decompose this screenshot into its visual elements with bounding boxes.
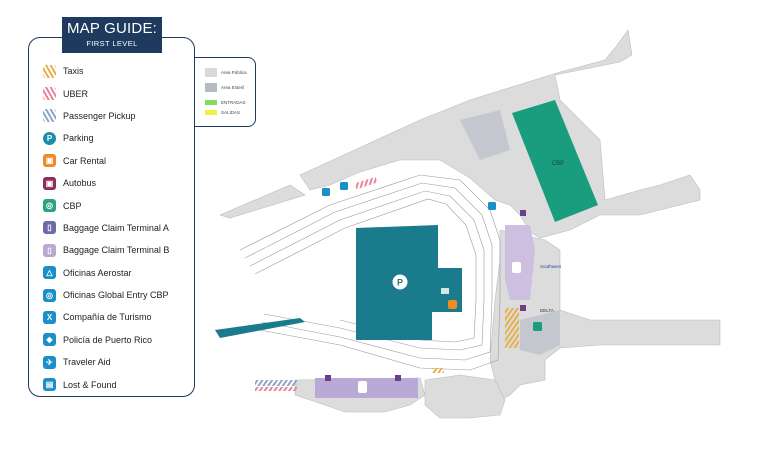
uber-zone-south [255, 387, 297, 391]
legend-item: ▣ Car Rental [43, 150, 169, 172]
pickup-stripes-icon [43, 109, 56, 123]
legend-item-label: Baggage Claim Terminal A [63, 222, 169, 233]
legend-item-label: Taxis [63, 66, 84, 77]
legend-item-label: Car Rental [63, 155, 107, 166]
sterile-area-swatch [205, 83, 217, 92]
legend-item: Taxis [43, 60, 169, 82]
cbp-area: CBP [512, 100, 598, 222]
parking-icon: P [43, 131, 56, 145]
uber-stripes-icon [43, 87, 56, 101]
legend-item: ✈ Traveler Aid [43, 351, 169, 373]
area-key-item: Area Pública [205, 68, 247, 77]
legend-item: Passenger Pickup [43, 105, 169, 127]
car-rental-icon: ▣ [43, 154, 56, 168]
info-icon [340, 182, 348, 190]
info-icon [488, 202, 496, 210]
legend-item-label: Passenger Pickup [63, 110, 136, 121]
access-ramp [215, 318, 305, 338]
legend-item-label: Lost & Found [63, 379, 117, 390]
parking-garage: P [356, 225, 462, 340]
global-entry-icon: ◎ [43, 288, 56, 302]
area-key-item: Area Esteril [205, 83, 244, 92]
airline-label: Southwest [540, 264, 562, 269]
legend-item-label: Policía de Puerto Rico [63, 334, 153, 345]
legend-item: ◆ Policía de Puerto Rico [43, 329, 169, 351]
legend-subtitle: FIRST LEVEL [86, 39, 138, 48]
legend-item: ◎ CBP [43, 194, 169, 216]
entrances-swatch [205, 100, 217, 105]
legend-item-label: Parking [63, 133, 94, 144]
roadways [239, 174, 501, 371]
legend-item: ▯ Baggage Claim Terminal B [43, 239, 169, 261]
legend-item: ◎ Oficinas Global Entry CBP [43, 284, 169, 306]
police-icon: ◆ [43, 333, 56, 347]
sterile-area [460, 110, 560, 355]
parking-label: P [397, 278, 403, 288]
lost-found-icon: ▤ [43, 378, 56, 392]
legend-item-label: CBP [63, 200, 82, 211]
bus-icon [520, 210, 526, 216]
cbp-map-label: CBP [552, 161, 564, 167]
area-key-label: Area Esteril [221, 85, 245, 90]
baggage-a-icon: ▯ [43, 221, 56, 235]
legend-item: ▯ Baggage Claim Terminal A [43, 217, 169, 239]
legend-item-label: Oficinas Aerostar [63, 267, 132, 278]
legend-title-banner: MAP GUIDE: FIRST LEVEL [62, 17, 162, 53]
taxi-stripes-icon [43, 64, 56, 78]
legend-title: MAP GUIDE: [66, 20, 158, 37]
cbp-icon [533, 322, 542, 331]
baggage-b-icon: ▯ [43, 243, 56, 257]
bus-icon [520, 305, 526, 311]
airline-label: DELTA [540, 308, 554, 313]
legend-item: ▤ Lost & Found [43, 373, 169, 395]
legend-item: △ Oficinas Aerostar [43, 262, 169, 284]
taxi-zone-east [505, 308, 519, 348]
legend-item-label: Traveler Aid [63, 357, 111, 368]
baggage-claim-a [315, 375, 418, 398]
legend-item-label: Baggage Claim Terminal B [63, 245, 170, 256]
public-area-swatch [205, 68, 217, 77]
uber-zone [354, 176, 378, 190]
area-key-panel: Area Pública Area Esteril ENTRADAS SALID… [195, 57, 256, 127]
area-key-item: ENTRADAS [205, 100, 246, 105]
parking-icon [392, 274, 408, 290]
legend-item-label: Oficinas Global Entry CBP [63, 290, 169, 301]
area-key-label: SALIDAS [221, 110, 241, 115]
area-key-item: SALIDAS [205, 110, 240, 115]
tourism-icon: X [43, 310, 56, 324]
car-rental-icon [448, 300, 457, 309]
legend-item-label: Autobus [63, 178, 97, 189]
area-key-label: Area Pública [221, 70, 247, 75]
legend-item-label: UBER [63, 88, 89, 99]
cbp-icon: ◎ [43, 199, 56, 213]
baggage-claim-b [505, 225, 535, 300]
info-icon [322, 188, 330, 196]
bus-icon: ▣ [43, 176, 56, 190]
pickup-zone [255, 380, 297, 386]
terminal-building [219, 29, 721, 419]
parking-entry-marker [441, 288, 449, 294]
traveler-aid-icon: ✈ [43, 355, 56, 369]
legend-item: UBER [43, 82, 169, 104]
legend-item-label: Compañía de Turismo [63, 312, 152, 323]
aerostar-icon: △ [43, 266, 56, 280]
exits-swatch [205, 110, 217, 115]
legend-item: P Parking [43, 127, 169, 149]
area-key-label: ENTRADAS [221, 100, 246, 105]
legend-item: X Compañía de Turismo [43, 306, 169, 328]
taxi-zone-south [432, 368, 444, 373]
legend-item: ▣ Autobus [43, 172, 169, 194]
